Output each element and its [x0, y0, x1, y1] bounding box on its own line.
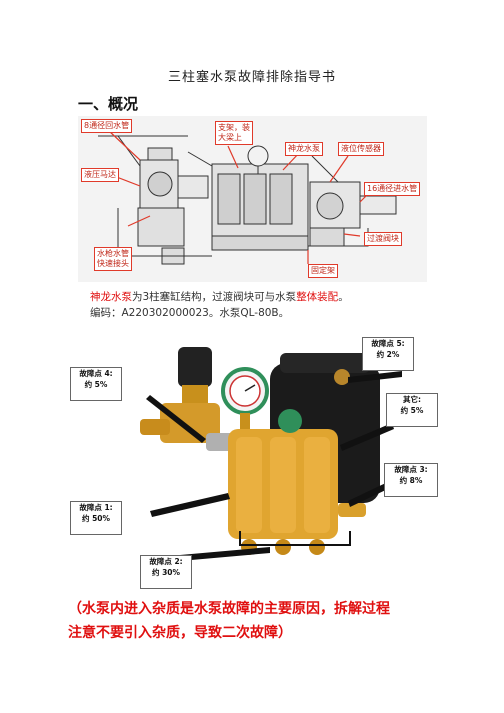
description-part1: 为3柱塞缸结构，过渡阀块可与水泵: [132, 291, 297, 303]
fault-point-2: 故障点 2: 约 30%: [140, 555, 192, 589]
label-return-pipe: 8通径回水管: [81, 119, 133, 133]
integral-assembly-text: 整体装配: [296, 291, 339, 303]
fault-point-4: 故障点 4: 约 5%: [70, 367, 122, 401]
diagram-drawing: [98, 129, 397, 265]
description-end: 。: [338, 291, 349, 303]
pump-fault-illustration: 故障点 5: 约 2% 故障点 4: 约 5% 其它: 约 5% 故障点 3: …: [70, 333, 445, 598]
fault-point-5: 故障点 5: 约 2%: [362, 337, 414, 371]
fault-point-other-rate: 约 5%: [400, 406, 424, 415]
fault-point-other: 其它: 约 5%: [386, 393, 438, 427]
fault-point-3-rate: 约 8%: [399, 476, 423, 485]
section-heading: 一、概况: [78, 95, 139, 113]
label-pump: 神龙水泵: [285, 142, 323, 156]
warning-note-line2: 注意不要引入杂质，导致二次故障）: [68, 625, 292, 641]
fault-point-1-rate: 约 50%: [81, 514, 111, 523]
fault-point-1-label: 故障点 1:: [79, 503, 113, 512]
pump-name: 神龙水泵: [90, 291, 132, 303]
label-bracket: 支架，装 大梁上: [215, 121, 253, 145]
fault-point-2-label: 故障点 2:: [149, 557, 183, 566]
fault-point-5-label: 故障点 5:: [371, 339, 405, 348]
document-title: 三柱塞水泵故障排除指导书: [167, 70, 336, 85]
label-transition-valve: 过渡阀块: [364, 232, 402, 246]
label-level-sensor: 液位传感器: [338, 142, 384, 156]
warning-note-line1: （水泵内进入杂质是水泵故障的主要原因，拆解过程: [68, 601, 390, 617]
pump-description: 神龙水泵为3柱塞缸结构，过渡阀块可与水泵整体装配。: [90, 289, 349, 304]
label-hydraulic-motor: 液压马达: [81, 168, 119, 182]
fault-point-other-label: 其它:: [403, 395, 421, 404]
fault-point-4-rate: 约 5%: [84, 380, 108, 389]
fault-point-5-rate: 约 2%: [376, 350, 400, 359]
label-inlet-pipe: 16通径进水管: [364, 182, 421, 196]
fault-point-2-rate: 约 30%: [151, 568, 181, 577]
pump-assembly-diagram: 8通径回水管 支架，装 大梁上 神龙水泵 液位传感器 液压马达 16通径进水管 …: [78, 116, 427, 282]
pump-code-line: 编码：A220302000023。水泵QL-80B。: [90, 307, 290, 319]
fault-point-4-label: 故障点 4:: [79, 369, 113, 378]
fault-point-3: 故障点 3: 约 8%: [384, 463, 438, 497]
label-gun-hose: 水枪水管 快速接头: [94, 247, 132, 271]
fault-point-3-label: 故障点 3:: [394, 465, 428, 474]
label-fixed-frame: 固定架: [308, 264, 338, 278]
pump-drawing: [140, 347, 402, 561]
fault-point-1: 故障点 1: 约 50%: [70, 501, 122, 535]
